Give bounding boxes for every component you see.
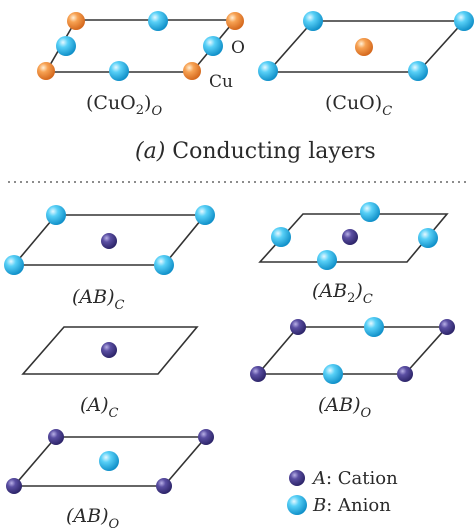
anion-atom [46, 205, 66, 225]
anion-atom [317, 250, 337, 270]
layer-outline [21, 326, 199, 375]
layer-outline [258, 213, 449, 263]
cation-atom [101, 233, 117, 249]
oxygen-atom [258, 61, 278, 81]
panel-ab2-c: (AB2)C [258, 202, 449, 307]
cation-atom [198, 429, 214, 445]
oxygen-atom [454, 11, 474, 31]
anion-atom [195, 205, 215, 225]
cation-atom [6, 478, 22, 494]
atom-label-cu: Cu [209, 72, 233, 92]
cation-atom [101, 342, 117, 358]
oxygen-atom [303, 11, 323, 31]
section-title: (a) Conducting layers [135, 139, 376, 164]
copper-atom [37, 62, 55, 80]
anion-atom [99, 451, 119, 471]
copper-atom [183, 62, 201, 80]
panel-label: (A)C [80, 394, 119, 421]
panel-ab-o-right: (AB)O [250, 317, 455, 421]
panel-cuo2-o: O Cu (CuO2)O [37, 11, 245, 119]
copper-atom [226, 12, 244, 30]
copper-atom [67, 12, 85, 30]
panel-label: (CuO)C [325, 92, 392, 119]
panel-a-c: (A)C [21, 326, 199, 421]
cation-atom [250, 366, 266, 382]
oxygen-atom [109, 61, 129, 81]
oxygen-atom [56, 36, 76, 56]
anion-atom [360, 202, 380, 222]
cation-atom [342, 229, 358, 245]
cation-atom [48, 429, 64, 445]
anion-atom [418, 228, 438, 248]
anion-atom [364, 317, 384, 337]
legend-cation-swatch [289, 470, 305, 486]
panel-label: (CuO2)O [86, 92, 162, 119]
anion-atom [4, 255, 24, 275]
oxygen-atom [148, 11, 168, 31]
panel-ab-c: (AB)C [4, 205, 215, 313]
anion-atom [271, 227, 291, 247]
atom-label-o: O [231, 38, 245, 58]
cation-atom [439, 319, 455, 335]
layer-outline [256, 326, 449, 375]
panel-label: (AB)O [318, 394, 372, 421]
anion-atom [323, 364, 343, 384]
panel-label: (AB2)C [312, 280, 373, 307]
panel-ab-o-left: (AB)O [6, 429, 214, 528]
cation-atom [156, 478, 172, 494]
cation-atom [397, 366, 413, 382]
legend-anion-swatch [287, 495, 307, 515]
anion-atom [154, 255, 174, 275]
panel-cuo-c: (CuO)C [258, 11, 474, 119]
legend: A: Cation B: Anion [287, 468, 398, 516]
oxygen-atom [408, 61, 428, 81]
cation-atom [290, 319, 306, 335]
panel-label: (AB)C [72, 286, 125, 313]
copper-atom [355, 38, 373, 56]
oxygen-atom [203, 36, 223, 56]
panel-label: (AB)O [66, 505, 120, 528]
legend-anion-label: B: Anion [312, 495, 391, 516]
legend-cation-label: A: Cation [311, 468, 398, 489]
